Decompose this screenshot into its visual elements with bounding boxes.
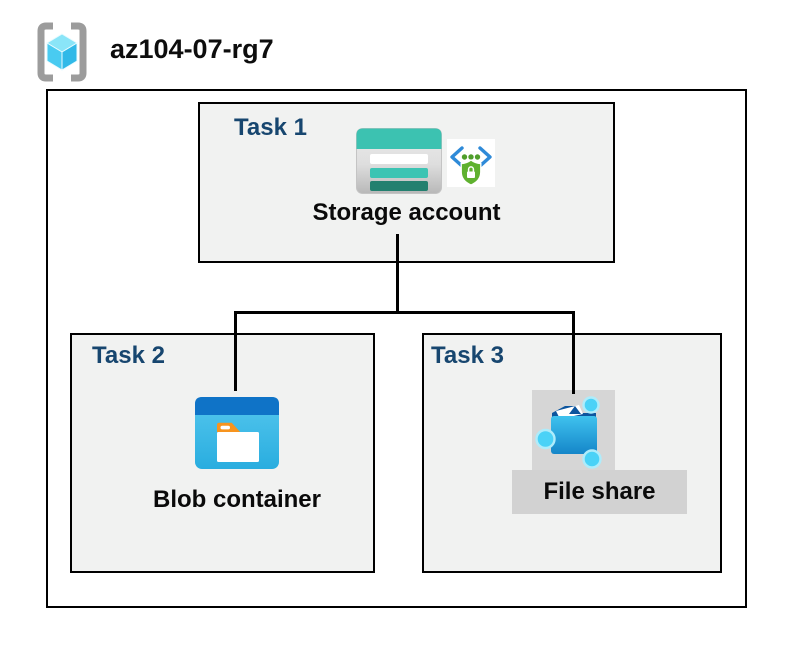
task3-label: Task 3	[431, 342, 504, 369]
share-nodes-icon	[535, 396, 602, 469]
task2-label: Task 2	[92, 342, 165, 369]
storage-account-caption: Storage account	[312, 199, 501, 226]
bracket-right	[71, 22, 87, 82]
storage-account-icon	[356, 128, 442, 194]
task1-box: Task 1 Storage	[198, 102, 615, 263]
chevron-left-icon	[450, 146, 464, 168]
file-share-icon	[535, 396, 602, 469]
task1-label: Task 1	[234, 114, 307, 141]
folder-shared-icon	[551, 405, 597, 454]
blob-container-icon	[195, 397, 279, 469]
task3-box: Task 3	[422, 333, 722, 573]
bracket-left	[37, 22, 53, 82]
task2-box: Task 2 Blob container	[70, 333, 375, 573]
chevron-right-icon	[478, 146, 492, 168]
blob-container-caption: Blob container	[152, 486, 321, 513]
folder-icon	[217, 422, 259, 462]
connector-to-blob-container	[234, 311, 237, 391]
resource-group-name: az104-07-rg7	[110, 34, 274, 64]
connector-to-file-share	[572, 311, 575, 394]
file-share-caption-plate: File share	[512, 470, 687, 514]
connector-storage-stem	[396, 234, 399, 313]
secure-endpoint-shield-icon	[447, 139, 495, 187]
azure-resource-group-icon	[37, 22, 87, 82]
cube-glyph	[46, 33, 78, 71]
file-share-caption: File share	[543, 478, 656, 505]
lock-icon	[467, 166, 475, 178]
connector-branch	[234, 311, 575, 314]
